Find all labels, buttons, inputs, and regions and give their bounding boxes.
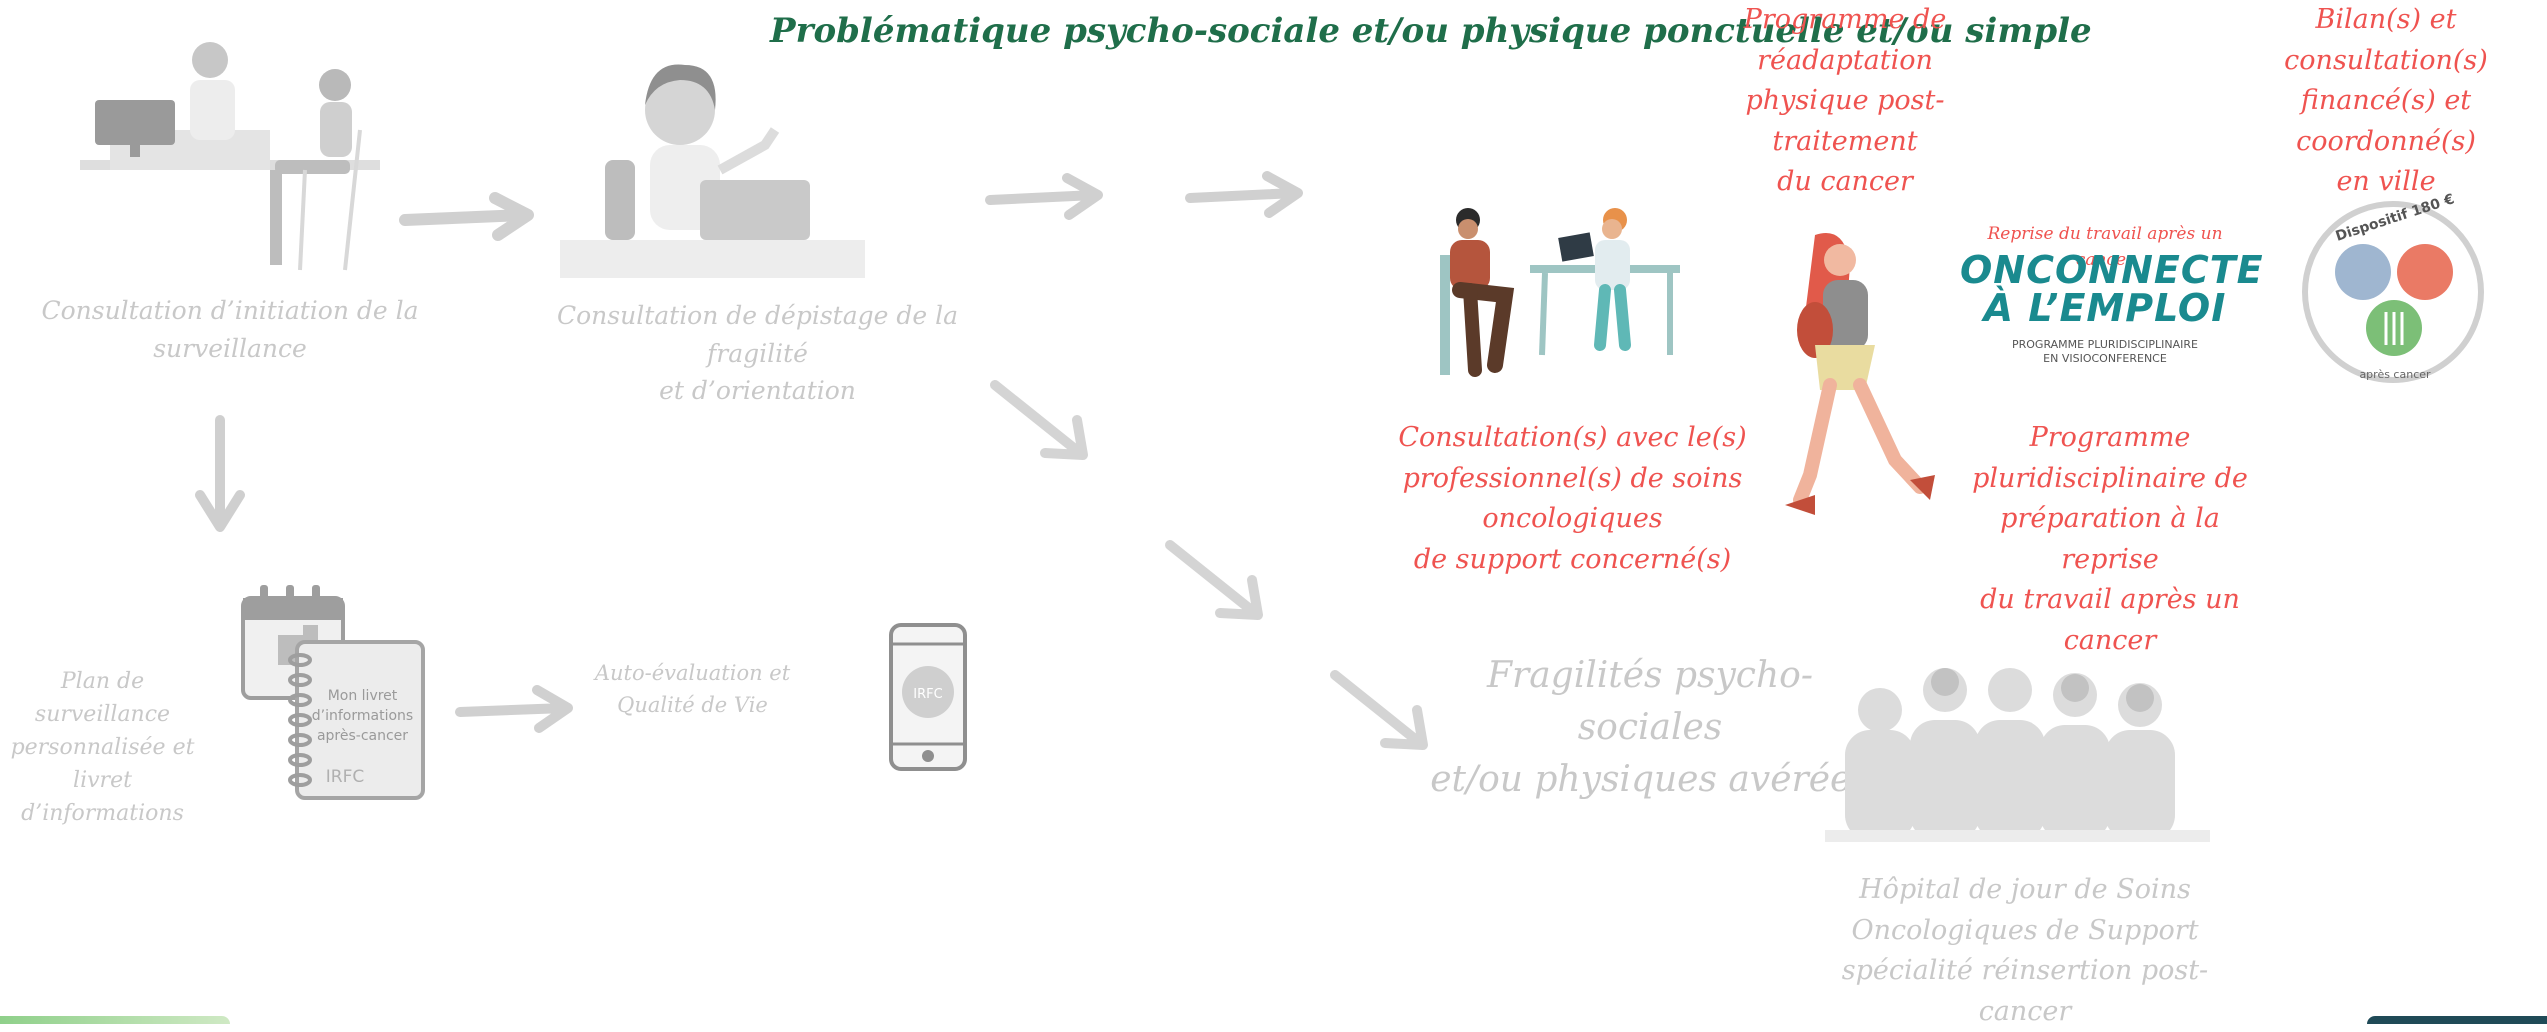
booklet-title-line1: Mon livret — [327, 688, 398, 704]
diagram-title: Problématique psycho-sociale et/ou physi… — [770, 11, 2092, 51]
onconnecte-title-line1: ONCONNECTE — [1960, 248, 2264, 292]
initiation-consultation-label: Consultation d’initiation de la surveill… — [41, 296, 419, 363]
arrow-diagonal-3 — [1330, 670, 1428, 750]
screening-consultation-label: Consultation de dépistage de la fragilit… — [556, 301, 958, 405]
walking-woman-illustration — [1785, 233, 1935, 515]
dispositif-badge-icon — [2302, 201, 2484, 383]
caregivers-group-illustration — [1825, 668, 2210, 842]
work-return-program-label: Programme pluridisciplinaire de préparat… — [1972, 422, 2248, 656]
arrow-right-1 — [399, 192, 534, 241]
proven-fragilities-label: Fragilités psycho-sociales et/ou physiqu… — [1430, 655, 1870, 801]
self-assessment-label: Auto-évaluation et Qualité de Vie — [594, 661, 791, 717]
footer-dark-band — [2367, 1016, 2547, 1024]
booklet-spiral-icon — [288, 653, 312, 787]
physical-rehab-label: Programme de réadaptation physique post-… — [1743, 4, 1947, 197]
dispositif-badge-bottom: après cancer — [2359, 368, 2431, 381]
arrow-diagonal-2 — [1165, 540, 1263, 620]
screening-consultation-illustration — [560, 64, 865, 278]
arrow-down — [195, 415, 245, 532]
onconnecte-title-line2: À L’EMPLOI — [1983, 286, 2227, 330]
booklet-title-line2: d’informations — [311, 708, 414, 724]
city-consultations-label: Bilan(s) et consultation(s) financé(s) e… — [2284, 4, 2488, 197]
info-booklet — [295, 640, 425, 800]
doctor-consultation-illustration — [80, 42, 380, 271]
surveillance-plan-label: Plan de surveillance personnalisée et li… — [10, 669, 195, 826]
booklet-brand: IRFC — [325, 767, 365, 787]
arrow-right-2 — [985, 173, 1103, 220]
onconnecte-kicker: Reprise du travail après un cancer — [1987, 224, 2223, 270]
phone-app-brand: IRFC — [913, 687, 943, 702]
arrow-diagonal-1 — [990, 380, 1088, 460]
day-hospital-label: Hôpital de jour de Soins Oncologiques de… — [1841, 874, 2209, 1027]
footer-green-band — [0, 1016, 230, 1024]
smartphone-icon — [889, 623, 967, 771]
booklet-title-line3: après-cancer — [316, 728, 409, 744]
onconnecte-subtitle-line2: EN VISIOCONFERENCE — [2043, 352, 2167, 365]
supportive-care-illustration — [1440, 208, 1680, 377]
onconnecte-subtitle-line1: PROGRAMME PLURIDISCIPLINAIRE — [2012, 338, 2198, 351]
arrow-right-3 — [1185, 171, 1303, 218]
supportive-care-label: Consultation(s) avec le(s) professionnel… — [1398, 422, 1747, 575]
arrow-right-4 — [455, 685, 573, 733]
